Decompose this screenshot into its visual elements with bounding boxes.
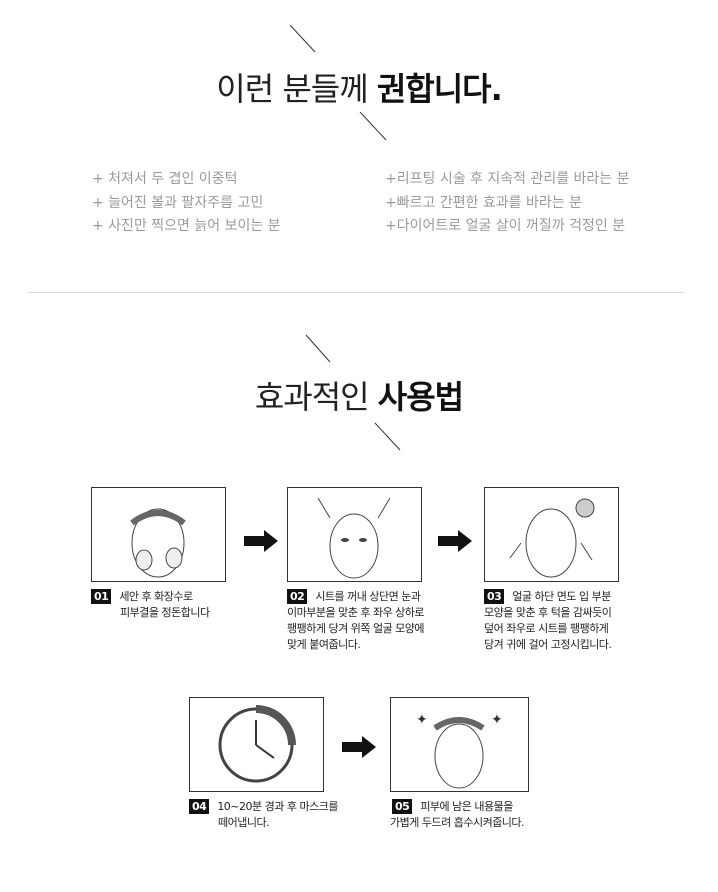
- step-4-caption: 04 10~20분 경과 후 마스크를 떼어냅니다.: [189, 799, 338, 831]
- list-item: + 처져서 두 겹인 이중턱: [92, 171, 238, 187]
- caption-line: 떼어냅니다.: [218, 816, 270, 829]
- caption-line: 10~20분 경과 후 마스크를: [217, 800, 338, 813]
- step-5-caption: 05 피부에 남은 내용물을 가볍게 두드려 흡수시켜줍니다.: [390, 799, 525, 831]
- caption-line: 시트를 꺼내 상단면 눈과: [315, 590, 421, 603]
- arrow-right-icon: [438, 530, 472, 552]
- recommend-list-left: + 처져서 두 겹인 이중턱 + 늘어진 볼과 팔자주름 고민 + 사진만 찍으…: [92, 168, 281, 239]
- list-item: +다이어트로 얼굴 살이 꺼질까 걱정인 분: [385, 218, 626, 234]
- step-number-badge: 04: [189, 799, 210, 814]
- step-number-badge: 01: [91, 589, 112, 604]
- recommend-title: 이런 분들께 권합니다.: [0, 64, 718, 110]
- list-item: +리프팅 시술 후 지속적 관리를 바라는 분: [385, 171, 630, 187]
- caption-line: 가볍게 두드려 흡수시켜줍니다.: [390, 816, 525, 829]
- caption-line: 피부에 남은 내용물을: [420, 800, 513, 813]
- step-number-badge: 05: [392, 799, 413, 814]
- step-number-badge: 02: [287, 589, 308, 604]
- caption-line: 덮어 좌우로 시트를 팽팽하게: [484, 622, 609, 635]
- recommend-list-right: +리프팅 시술 후 지속적 관리를 바라는 분 +빠르고 간편한 효과를 바라는…: [385, 168, 630, 239]
- caption-line: 세안 후 화장수로: [119, 590, 193, 603]
- caption-line: 모양을 맞춘 후 턱을 감싸듯이: [484, 606, 612, 619]
- title-bold: 권합니다.: [376, 70, 503, 108]
- step-2-illustration: [287, 487, 422, 582]
- step-1-caption: 01 세안 후 화장수로 피부결을 정돈합니다: [91, 589, 210, 621]
- usage-title: 효과적인 사용법: [0, 372, 718, 418]
- list-item: + 사진만 찍으면 늙어 보이는 분: [92, 218, 281, 234]
- step-5-illustration: ✦✦: [390, 697, 529, 792]
- caption-line: 피부결을 정돈합니다: [120, 606, 210, 619]
- step-3-illustration: [484, 487, 619, 582]
- svg-text:✦: ✦: [491, 712, 503, 728]
- list-item: + 늘어진 볼과 팔자주름 고민: [92, 194, 264, 211]
- step-4-clock-illustration: [189, 697, 324, 792]
- caption-line: 이마부분을 맞춘 후 좌우 상하로: [287, 606, 425, 619]
- svg-text:✦: ✦: [416, 712, 428, 728]
- caption-line: 당겨 귀에 걸어 고정시킵니다.: [484, 638, 612, 651]
- arrow-right-icon: [342, 736, 376, 758]
- step-1-illustration: [91, 487, 226, 582]
- arrow-right-icon: [244, 530, 278, 552]
- step-number-badge: 03: [484, 589, 505, 604]
- title-bold: 사용법: [377, 378, 464, 416]
- step-2-caption: 02 시트를 꺼내 상단면 눈과 이마부분을 맞춘 후 좌우 상하로 팽팽하게 당…: [287, 589, 425, 653]
- list-item: +빠르고 간편한 효과를 바라는 분: [385, 194, 582, 211]
- title-light: 이런 분들께: [216, 70, 377, 108]
- caption-line: 팽팽하게 당겨 위쪽 얼굴 모양에: [287, 622, 425, 635]
- caption-line: 얼굴 하단 면도 입 부분: [512, 590, 611, 603]
- section-divider: [28, 292, 684, 293]
- caption-line: 맞게 붙여줍니다.: [287, 638, 361, 651]
- title-light: 효과적인: [254, 378, 378, 416]
- step-3-caption: 03 얼굴 하단 면도 입 부분 모양을 맞춘 후 턱을 감싸듯이 덮어 좌우로 …: [484, 589, 612, 653]
